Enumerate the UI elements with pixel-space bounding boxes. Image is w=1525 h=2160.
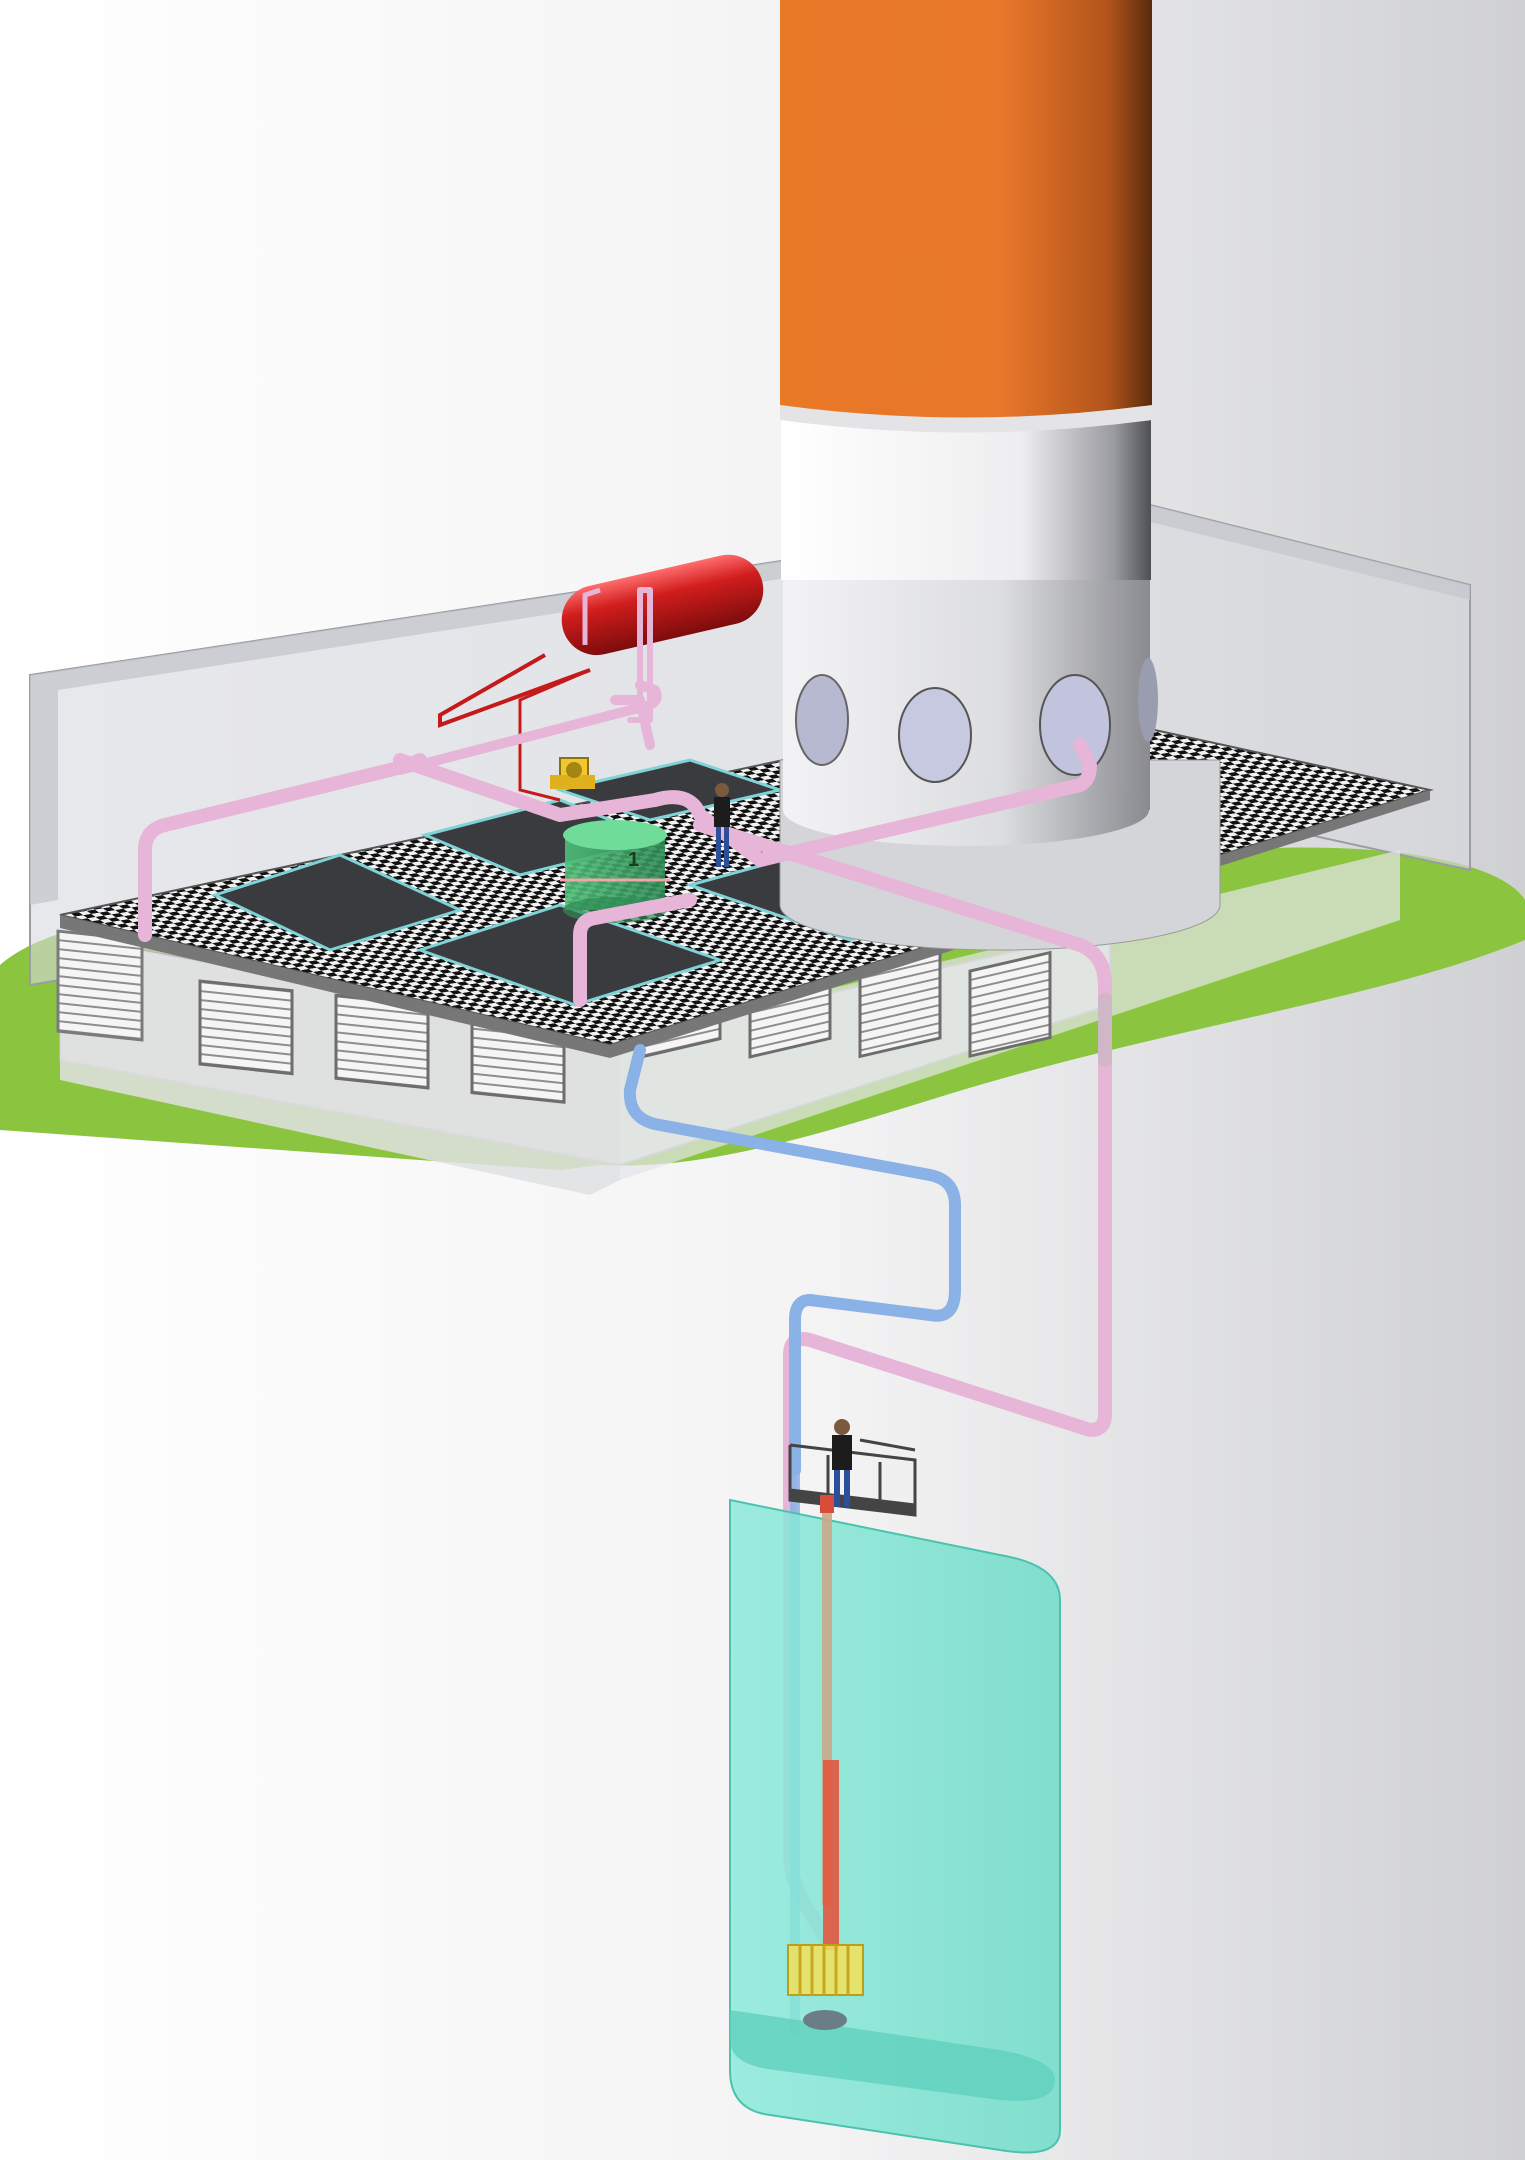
pool-tank bbox=[729, 1498, 1061, 2154]
reactor-core-icon bbox=[787, 1944, 864, 2030]
chimney-white-band bbox=[781, 410, 1151, 580]
pipe-blue bbox=[623, 1044, 961, 1476]
vent bbox=[968, 950, 1052, 1058]
chimney-port bbox=[795, 674, 849, 766]
pipe-pink bbox=[573, 893, 697, 1007]
pipe-pink bbox=[610, 695, 655, 750]
railing-platform-icon bbox=[788, 1438, 917, 1517]
hatch-panel bbox=[210, 853, 465, 952]
vent bbox=[198, 979, 294, 1076]
tank-marking: 1 bbox=[628, 849, 639, 871]
hatch-panel bbox=[415, 903, 725, 1007]
person-figure-icon bbox=[714, 783, 730, 867]
floor-slab-edge bbox=[60, 790, 1430, 1058]
vent-left-door bbox=[56, 929, 144, 1042]
control-rod-icon bbox=[820, 1495, 839, 1950]
red-tank bbox=[438, 554, 764, 802]
valve-assembly bbox=[550, 757, 595, 789]
chimney-orange-shaft bbox=[780, 0, 1152, 420]
chimney-port bbox=[898, 687, 972, 783]
person-figure-icon bbox=[832, 1419, 852, 1507]
chimney-port bbox=[1138, 658, 1158, 742]
chimney-port bbox=[1039, 674, 1111, 776]
